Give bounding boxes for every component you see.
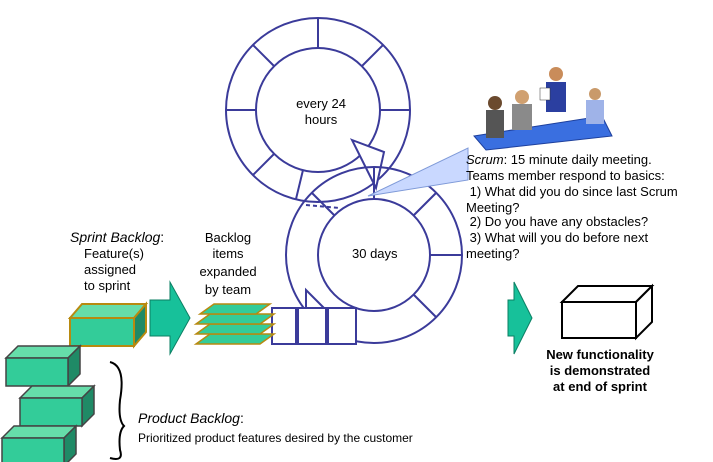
scrum-callout-line-4: 2) Do you have any obstacles? (466, 214, 649, 229)
daily-cycle-arrow (349, 138, 386, 191)
daily-cycle-label-line2: hours (304, 112, 338, 127)
sprint-backlog-line-3: to sprint (84, 278, 131, 293)
daily-cycle-ring (225, 17, 411, 203)
result-line-2: is demonstrated (549, 363, 651, 378)
product-backlog-stack (0, 344, 96, 462)
meeting-illustration (473, 67, 613, 151)
product-backlog-title-text: Product Backlog (138, 410, 240, 426)
sprint-blocks (271, 307, 357, 345)
scrum-callout-line-6: meeting? (466, 246, 520, 261)
product-backlog-description: Prioritized product features desired by … (138, 431, 413, 445)
backlog-items-line-3: expanded (199, 264, 257, 279)
result-box (559, 283, 655, 341)
sprint-cycle-ring (285, 166, 463, 344)
result-line-1: New functionality (546, 347, 654, 362)
scrum-callout-line-5: 3) What will you do before next (466, 230, 649, 245)
arrow-to-backlog-items (149, 280, 191, 356)
arrow-to-result (507, 281, 533, 355)
scrum-callout-line-3: Meeting? (466, 200, 520, 215)
scrum-callout-heading: Scrum: 15 minute daily meeting. (466, 152, 652, 168)
result-line-3: at end of sprint (553, 379, 647, 394)
scrum-callout-pointer (367, 147, 469, 197)
backlog-items-line-1: Backlog (204, 230, 252, 245)
sprint-backlog-line-2: assigned (84, 262, 137, 277)
product-backlog-title-colon: : (239, 410, 244, 426)
sprint-backlog-title-colon: : (160, 229, 165, 245)
sprint-backlog-line-1: Feature(s) (84, 246, 144, 261)
scrum-callout-line-2: 1) What did you do since last Scrum (466, 184, 678, 199)
backlog-items-line-4: by team (204, 282, 252, 297)
backlog-items-line-2: items (212, 246, 244, 261)
scrum-callout-line-1: Teams member respond to basics: (466, 168, 665, 183)
product-backlog-bracket (109, 361, 126, 460)
scrum-term-rest: : 15 minute daily meeting. (503, 152, 652, 167)
sprint-backlog-title: Sprint Backlog: (70, 229, 164, 245)
sprint-backlog-title-text: Sprint Backlog (70, 229, 161, 245)
sprint-cycle-label: 30 days (352, 246, 398, 261)
daily-cycle-label-line1: every 24 (296, 96, 346, 111)
sprint-backlog-box (67, 301, 149, 349)
scrum-term: Scrum (466, 152, 504, 167)
product-backlog-title: Product Backlog: (138, 410, 244, 426)
backlog-item-plates (193, 303, 277, 345)
